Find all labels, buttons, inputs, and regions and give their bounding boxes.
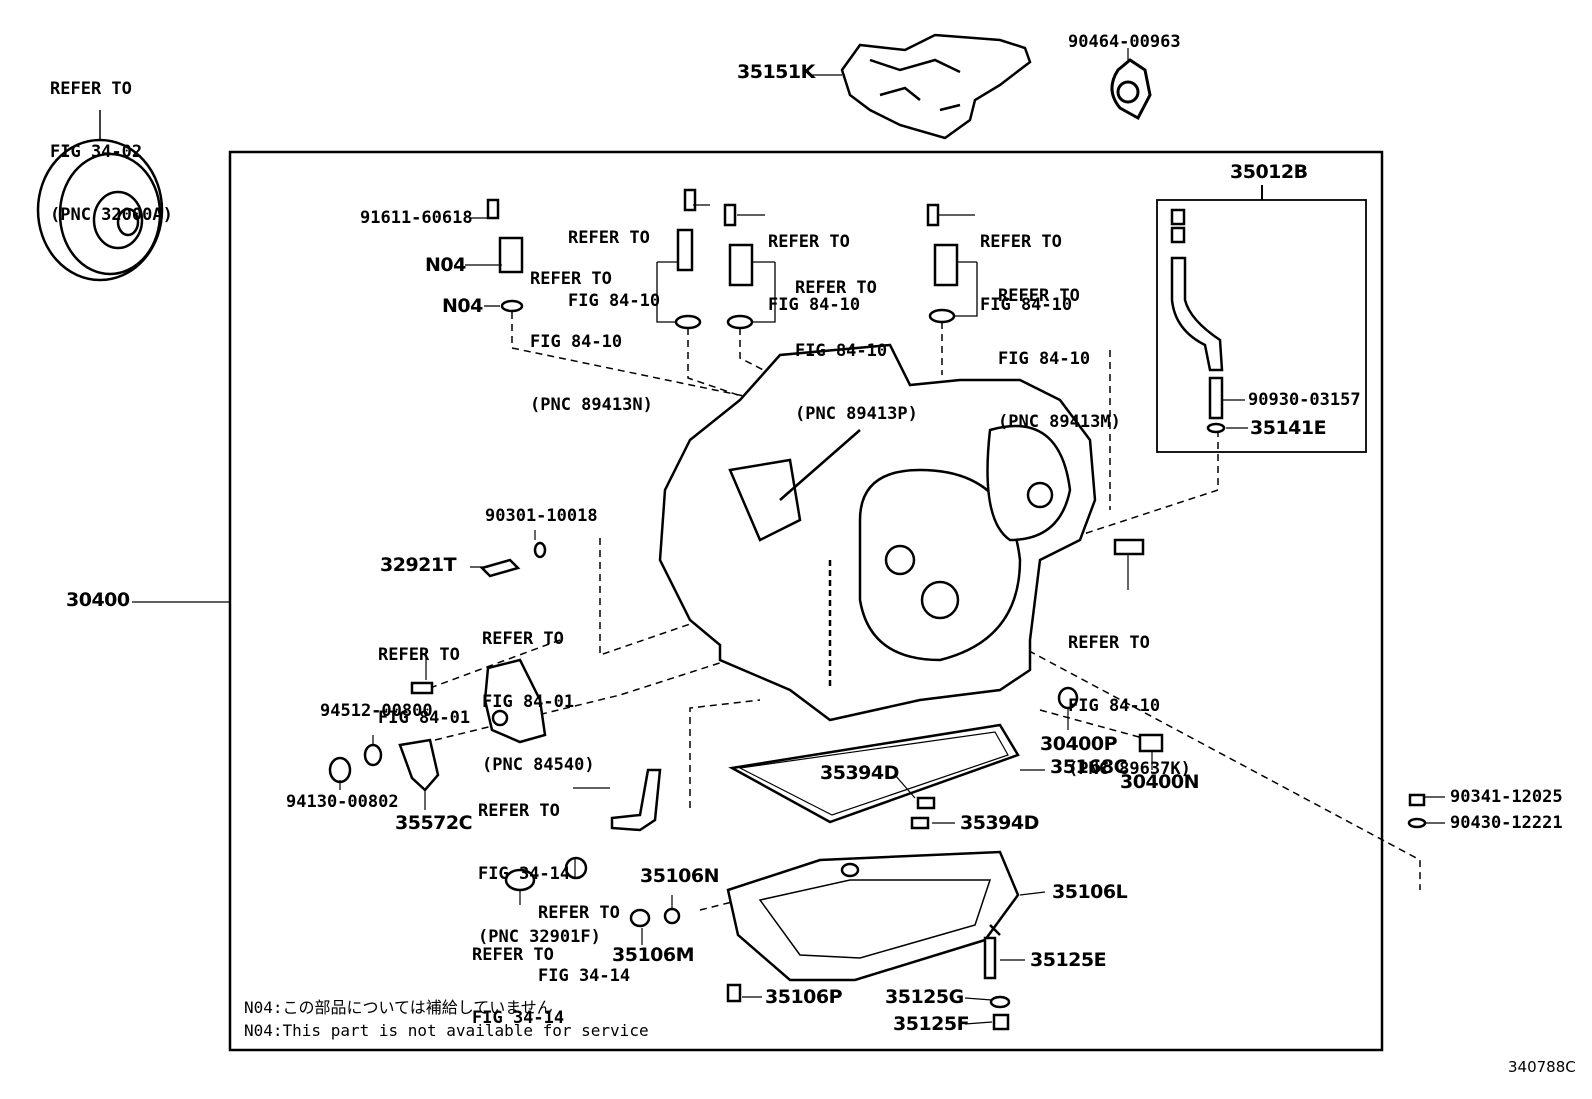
part-94130-00802: 94130-00802 xyxy=(286,792,399,812)
refer-fig-34-02-label: REFER TO FIG 34-02 (PNC 32000A) xyxy=(50,37,173,247)
refer-fig-84-10-pnc-89413p-label: REFER TO FIG 84-10 (PNC 89413P) xyxy=(795,236,918,446)
part-35151K: 35151K xyxy=(737,61,815,83)
part-35012B: 35012B xyxy=(1230,161,1308,183)
part-35125F: 35125F xyxy=(893,1013,970,1035)
ref-line: FIG 34-14 xyxy=(478,864,571,884)
part-35168C: 35168C xyxy=(1050,756,1128,778)
refer-fig-84-01-pnc-84540-label: REFER TO FIG 84-01 (PNC 84540) xyxy=(482,587,595,797)
part-90930-03157: 90930-03157 xyxy=(1248,390,1361,410)
ref-line: REFER TO xyxy=(795,278,877,298)
ref-line: (PNC 89637K) xyxy=(1068,759,1191,779)
clamp-drawing xyxy=(1110,48,1152,121)
refer-fig-34-14-pnc-32901f-label: REFER TO FIG 34-14 (PNC 32901F) xyxy=(478,759,601,969)
ref-line: FIG 34-14 xyxy=(472,1008,565,1028)
main-frame xyxy=(228,150,1384,1052)
oil-pan-drawing xyxy=(726,850,1020,1031)
ref-line: REFER TO xyxy=(472,945,554,965)
ref-line: FIG 84-10 xyxy=(980,295,1073,315)
part-35394D: 35394D xyxy=(820,762,899,784)
refer-fig-84-10-pnc-89413n-label: REFER TO FIG 84-10 (PNC 89413N) xyxy=(530,227,653,437)
breather-hose-drawing xyxy=(1170,208,1248,434)
part-30400P: 30400P xyxy=(1040,733,1118,755)
ref-line: FIG 84-10 xyxy=(568,291,661,311)
part-n04: N04 xyxy=(425,254,466,276)
ref-line: REFER TO xyxy=(568,228,650,248)
small-parts xyxy=(328,538,1427,928)
ref-line: FIG 84-10 xyxy=(795,341,888,361)
ref-line: REFER TO xyxy=(998,286,1080,306)
part-94512-00800: 94512-00800 xyxy=(320,701,433,721)
ref-line: (PNC 84540) xyxy=(482,755,595,775)
part-30400N: 30400N xyxy=(1120,771,1200,793)
ref-line: REFER TO xyxy=(50,79,132,99)
ref-line: FIG 84-10 xyxy=(1068,696,1161,716)
part-90341-12025: 90341-12025 xyxy=(1450,787,1563,807)
part-35106N: 35106N xyxy=(640,865,720,887)
ref-line: (PNC 32000A) xyxy=(50,205,173,225)
ref-line: REFER TO xyxy=(768,232,850,252)
ref-line: FIG 84-01 xyxy=(482,692,575,712)
ref-line: (PNC 32901F) xyxy=(478,927,601,947)
refer-fig-34-14-label: REFER TO FIG 34-14 xyxy=(538,861,630,1008)
part-30400: 30400 xyxy=(66,589,130,611)
part-35106P: 35106P xyxy=(765,986,843,1008)
ref-line: FIG 34-14 xyxy=(538,966,631,986)
ref-line: REFER TO xyxy=(530,269,612,289)
heat-shield-drawing xyxy=(812,33,1032,140)
ref-line: FIG 84-01 xyxy=(378,708,471,728)
ref-line: REFER TO xyxy=(1068,633,1150,653)
part-35106M: 35106M xyxy=(612,944,695,966)
ref-line: FIG 34-02 xyxy=(50,142,143,162)
refer-fig-84-10-label: REFER TO FIG 84-10 xyxy=(980,190,1072,337)
part-91611-60618: 91611-60618 xyxy=(360,208,473,228)
refer-fig-84-10-pnc-89637k-label: REFER TO FIG 84-10 (PNC 89637K) xyxy=(1068,591,1191,801)
transmission-case-drawing xyxy=(658,343,1097,722)
ref-line: FIG 84-10 xyxy=(998,349,1091,369)
ref-line: REFER TO xyxy=(482,629,564,649)
refer-fig-84-10-label: REFER TO FIG 84-10 xyxy=(768,190,860,337)
ref-line: REFER TO xyxy=(378,645,460,665)
service-note-en: N04:This part is not available for servi… xyxy=(244,1021,649,1040)
ref-line: (PNC 89413P) xyxy=(795,404,918,424)
ref-line: (PNC 89413M) xyxy=(998,412,1121,432)
oil-pan-gasket-drawing xyxy=(728,723,1020,830)
part-35106L: 35106L xyxy=(1052,881,1128,903)
torque-converter-drawing xyxy=(36,110,164,282)
part-35572C: 35572C xyxy=(395,812,473,834)
refer-fig-34-14-label: REFER TO FIG 34-14 xyxy=(472,903,564,1050)
ref-line: FIG 84-10 xyxy=(768,295,861,315)
part-90464-00963: 90464-00963 xyxy=(1068,32,1181,52)
service-note-jp: N04:この部品については補給していません xyxy=(244,998,553,1017)
diagram-code: 340788C xyxy=(1508,1058,1576,1076)
refer-fig-84-01-label: REFER TO FIG 84-01 xyxy=(378,603,470,750)
part-90430-12221: 90430-12221 xyxy=(1450,813,1563,833)
part-90301-10018: 90301-10018 xyxy=(485,506,598,526)
refer-fig-84-10-label: REFER TO FIG 84-10 xyxy=(568,186,660,333)
ref-line: REFER TO xyxy=(538,903,620,923)
part-35141E: 35141E xyxy=(1250,417,1327,439)
part-32921T: 32921T xyxy=(380,554,457,576)
ref-line: FIG 84-10 xyxy=(530,332,623,352)
part-35125G: 35125G xyxy=(885,986,964,1008)
part-35394D: 35394D xyxy=(960,812,1039,834)
ref-line: REFER TO xyxy=(980,232,1062,252)
refer-fig-84-10-pnc-89413m-label: REFER TO FIG 84-10 (PNC 89413M) xyxy=(998,244,1121,454)
ref-line: REFER TO xyxy=(478,801,560,821)
ref-line: (PNC 89413N) xyxy=(530,395,653,415)
part-n04: N04 xyxy=(442,295,483,317)
part-35125E: 35125E xyxy=(1030,949,1107,971)
